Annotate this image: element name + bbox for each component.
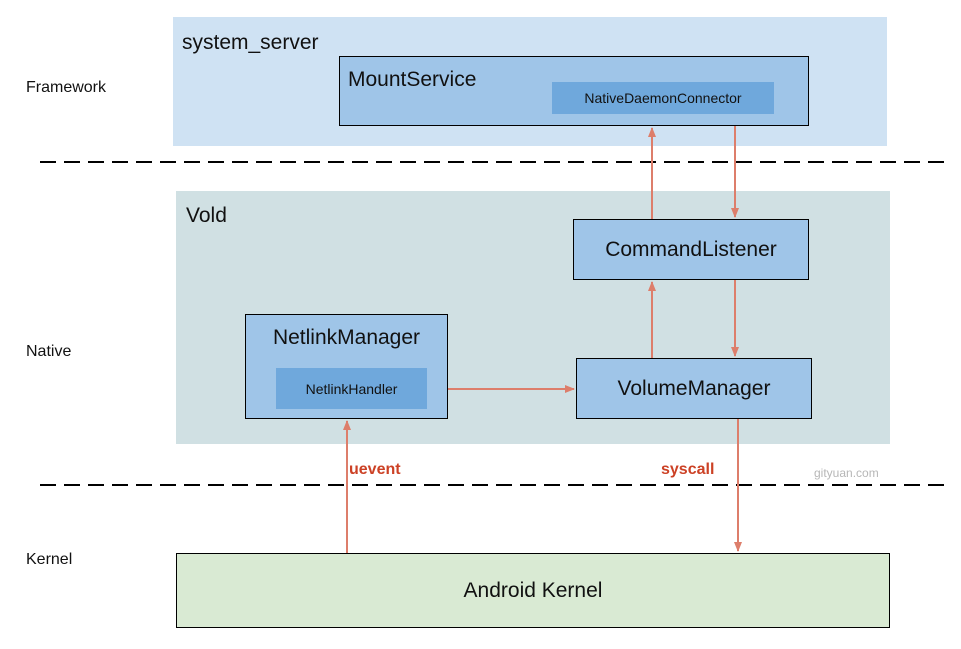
layer-label-native: Native — [26, 343, 72, 360]
android-kernel-box: Android Kernel — [176, 553, 890, 628]
vold-title: Vold — [186, 204, 227, 227]
netlink-handler-box: NetlinkHandler — [276, 368, 427, 409]
mount-service-label: MountService — [348, 68, 477, 91]
syscall-label: syscall — [661, 461, 715, 478]
android-kernel-label: Android Kernel — [463, 578, 603, 602]
netlink-handler-label: NetlinkHandler — [305, 380, 398, 397]
system-server-title: system_server — [182, 31, 319, 54]
volume-manager-box: VolumeManager — [576, 358, 812, 419]
native-daemon-connector-label: NativeDaemonConnector — [584, 90, 742, 106]
command-listener-label: CommandListener — [605, 237, 777, 261]
layer-label-kernel: Kernel — [26, 551, 73, 568]
native-daemon-connector-box: NativeDaemonConnector — [552, 82, 774, 114]
netlink-manager-label: NetlinkManager — [272, 326, 421, 349]
volume-manager-label: VolumeManager — [617, 376, 771, 400]
command-listener-box: CommandListener — [573, 219, 809, 280]
layer-label-framework: Framework — [26, 79, 107, 96]
uevent-label: uevent — [349, 461, 401, 478]
watermark: gityuan.com — [814, 466, 879, 480]
